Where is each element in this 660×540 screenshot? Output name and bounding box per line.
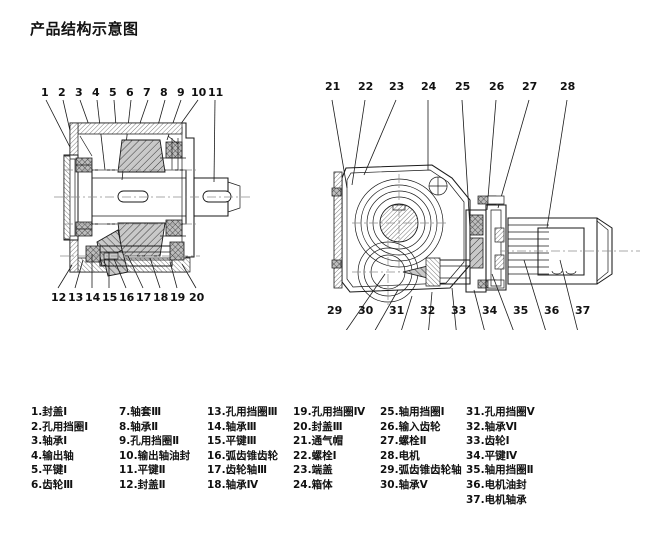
diagram-area xyxy=(0,60,660,330)
callout-left-bottom-16: 16 xyxy=(119,291,135,304)
callout-left-top-5: 5 xyxy=(109,86,117,99)
legend-item: 33.齿轮Ⅰ xyxy=(466,435,510,448)
legend-item: 34.平键Ⅳ xyxy=(466,449,518,462)
legend-item: 6.齿轮Ⅲ xyxy=(31,478,74,491)
callout-left-top-1: 1 xyxy=(41,86,49,99)
callout-right-top-22: 22 xyxy=(358,80,374,93)
callout-right-bottom-29: 29 xyxy=(327,304,343,317)
callout-right-bottom-33: 33 xyxy=(451,304,467,317)
parts-legend: 1.封盖Ⅰ 2.孔用挡圈Ⅰ 3.轴承Ⅰ 4.输出轴 5.平键Ⅰ 6.齿轮Ⅲ 7.… xyxy=(0,405,660,530)
legend-column-2: 7.轴套Ⅲ 8.轴承Ⅱ 9.孔用挡圈Ⅱ 10.输出轴油封 11.平键Ⅱ 12.封… xyxy=(119,405,190,493)
legend-item: 8.轴承Ⅱ xyxy=(119,420,159,433)
callout-left-top-6: 6 xyxy=(126,86,134,99)
legend-item: 5.平键Ⅰ xyxy=(31,464,68,477)
callout-right-top-28: 28 xyxy=(560,80,576,93)
legend-item: 21.通气帽 xyxy=(293,435,344,448)
legend-item: 36.电机油封 xyxy=(466,478,527,491)
legend-item: 31.孔用挡圈Ⅴ xyxy=(466,406,535,418)
legend-item: 27.螺栓Ⅱ xyxy=(380,435,427,448)
callout-right-bottom-31: 31 xyxy=(389,304,405,317)
legend-item: 17.齿轮轴Ⅲ xyxy=(207,464,268,477)
legend-item: 22.螺栓Ⅰ xyxy=(293,449,337,462)
callout-left-bottom-12: 12 xyxy=(51,291,67,304)
callout-right-bottom-35: 35 xyxy=(513,304,529,317)
page-title: 产品结构示意图 xyxy=(30,20,139,38)
legend-item: 14.轴承Ⅲ xyxy=(207,420,257,433)
callout-right-bottom-32: 32 xyxy=(420,304,436,317)
callout-right-bottom-34: 34 xyxy=(482,304,498,317)
callout-right-top-21: 21 xyxy=(325,80,341,93)
legend-item: 29.弧齿锥齿轮轴 xyxy=(380,464,462,477)
legend-item: 18.轴承Ⅳ xyxy=(207,478,259,491)
legend-item: 4.输出轴 xyxy=(31,449,74,462)
legend-item: 19.孔用挡圈Ⅳ xyxy=(293,406,366,418)
callout-right-bottom-30: 30 xyxy=(358,304,374,317)
left-bottom-leaders xyxy=(57,252,197,289)
callout-right-bottom-36: 36 xyxy=(544,304,560,317)
legend-item: 37.电机轴承 xyxy=(466,493,527,506)
callout-left-top-7: 7 xyxy=(143,86,151,99)
legend-column-5: 25.轴用挡圈Ⅰ 26.输入齿轮 27.螺栓Ⅱ 28.电机 29.弧齿锥齿轮轴 … xyxy=(380,405,462,493)
callout-right-top-23: 23 xyxy=(389,80,405,93)
legend-item: 16.弧齿锥齿轮 xyxy=(207,449,279,462)
legend-item: 26.输入齿轮 xyxy=(380,420,441,433)
legend-item: 2.孔用挡圈Ⅰ xyxy=(31,420,89,433)
legend-item: 1.封盖Ⅰ xyxy=(31,406,68,418)
legend-item: 7.轴套Ⅲ xyxy=(119,406,162,418)
right-gearbox-motor-section xyxy=(331,99,640,330)
legend-item: 23.端盖 xyxy=(293,464,333,477)
callout-right-bottom-37: 37 xyxy=(575,304,591,317)
legend-column-3: 13.孔用挡圈Ⅲ 14.轴承Ⅲ 15.平键Ⅲ 16.弧齿锥齿轮 17.齿轮轴Ⅲ … xyxy=(207,405,278,493)
legend-item: 35.轴用挡圈Ⅱ xyxy=(466,464,534,477)
legend-item: 24.箱体 xyxy=(293,478,333,491)
legend-item: 13.孔用挡圈Ⅲ xyxy=(207,406,278,418)
technical-drawings-svg xyxy=(45,99,640,330)
right-top-leaders xyxy=(331,99,568,229)
legend-item: 9.孔用挡圈Ⅱ xyxy=(119,435,180,448)
callout-left-bottom-13: 13 xyxy=(68,291,84,304)
legend-item: 20.封盖Ⅲ xyxy=(293,420,343,433)
legend-item: 32.轴承Ⅵ xyxy=(466,420,518,433)
legend-column-6: 31.孔用挡圈Ⅴ 32.轴承Ⅵ 33.齿轮Ⅰ 34.平键Ⅳ 35.轴用挡圈Ⅱ 3… xyxy=(466,405,535,507)
callout-left-top-9: 9 xyxy=(177,86,185,99)
legend-item: 28.电机 xyxy=(380,449,420,462)
legend-item: 25.轴用挡圈Ⅰ xyxy=(380,406,445,418)
callout-left-bottom-19: 19 xyxy=(170,291,186,304)
callout-right-top-26: 26 xyxy=(489,80,505,93)
callout-left-top-10: 10 xyxy=(191,86,207,99)
callout-left-bottom-20: 20 xyxy=(189,291,205,304)
legend-item: 15.平键Ⅲ xyxy=(207,435,257,448)
callout-left-top-2: 2 xyxy=(58,86,66,99)
callout-right-top-24: 24 xyxy=(421,80,437,93)
left-gearbox-section xyxy=(45,99,250,289)
callout-left-top-4: 4 xyxy=(92,86,100,99)
legend-item: 10.输出轴油封 xyxy=(119,449,191,462)
callout-left-bottom-14: 14 xyxy=(85,291,101,304)
callout-left-bottom-17: 17 xyxy=(136,291,152,304)
callout-left-top-3: 3 xyxy=(75,86,83,99)
legend-item: 30.轴承Ⅴ xyxy=(380,478,428,491)
right-bottom-leaders xyxy=(345,259,578,330)
legend-item: 12.封盖Ⅱ xyxy=(119,478,166,491)
legend-column-1: 1.封盖Ⅰ 2.孔用挡圈Ⅰ 3.轴承Ⅰ 4.输出轴 5.平键Ⅰ 6.齿轮Ⅲ xyxy=(31,405,88,493)
motor-fins xyxy=(508,224,549,275)
callout-left-top-11: 11 xyxy=(208,86,224,99)
legend-column-4: 19.孔用挡圈Ⅳ 20.封盖Ⅲ 21.通气帽 22.螺栓Ⅰ 23.端盖 24.箱… xyxy=(293,405,365,493)
callout-left-top-8: 8 xyxy=(160,86,168,99)
callout-left-bottom-15: 15 xyxy=(102,291,118,304)
callout-left-bottom-18: 18 xyxy=(153,291,169,304)
legend-item: 3.轴承Ⅰ xyxy=(31,435,68,448)
callout-right-top-27: 27 xyxy=(522,80,538,93)
callout-right-top-25: 25 xyxy=(455,80,471,93)
legend-item: 11.平键Ⅱ xyxy=(119,464,166,477)
